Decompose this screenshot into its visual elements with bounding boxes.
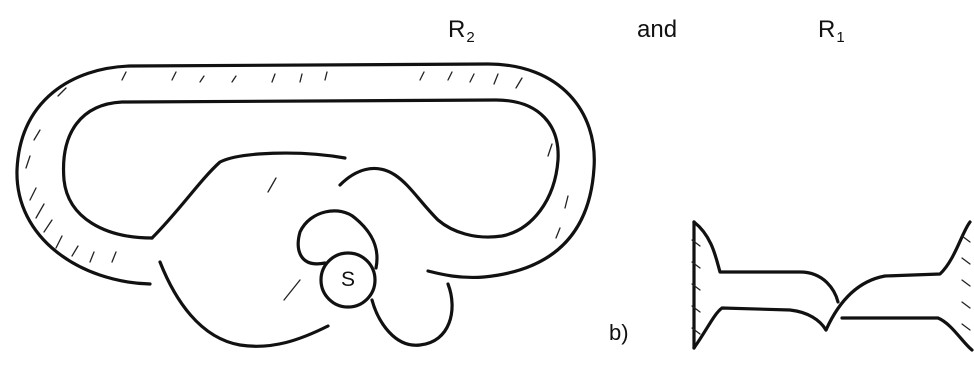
shading-stroke (324, 71, 328, 81)
strand-center-loop (296, 209, 379, 270)
shading-stroke (111, 251, 117, 263)
label-r2-subscript: 2 (466, 29, 475, 46)
band-r1 (692, 220, 974, 352)
shading-stroke (493, 73, 499, 85)
shading-stroke (515, 77, 523, 89)
label-r2: R2 (448, 16, 475, 46)
strand-lower-right (370, 282, 454, 347)
knot-strands (158, 209, 454, 348)
shading-stroke (547, 143, 553, 157)
shading-stroke (199, 75, 205, 83)
band-r2-shading (25, 71, 569, 301)
shading-stroke (171, 71, 177, 81)
shading-stroke (691, 283, 701, 291)
shading-stroke (231, 75, 237, 83)
band-r1-left-flare-bottom (692, 306, 828, 350)
label-r1-subscript: 1 (836, 29, 845, 46)
band-r1-shading (691, 235, 971, 335)
band-r1-right-flare-top (824, 220, 972, 332)
shading-stroke (961, 235, 971, 243)
shading-stroke (71, 245, 79, 257)
label-part-b: b) (609, 320, 629, 345)
label-r1-base: R (818, 16, 836, 43)
sphere-s-circle (319, 251, 377, 309)
shading-stroke (25, 155, 31, 169)
shading-stroke (43, 219, 53, 233)
label-r1: R1 (818, 16, 845, 46)
band-r1-right-flare-bottom (840, 316, 974, 352)
strand-lower-left (158, 260, 330, 348)
shading-stroke (961, 257, 971, 265)
shading-stroke (33, 129, 41, 141)
shading-stroke (564, 195, 569, 209)
band-r2 (15, 62, 596, 286)
shading-stroke (121, 71, 127, 81)
sphere-s (319, 251, 377, 309)
label-r2-base: R (448, 16, 466, 43)
band-r2-inner-back-edge (150, 151, 347, 240)
shading-stroke (57, 87, 67, 97)
shading-stroke (691, 239, 701, 247)
shading-stroke (469, 73, 475, 83)
shading-stroke (691, 327, 701, 335)
shading-stroke (89, 251, 95, 263)
shading-stroke (267, 177, 277, 193)
sphere-s-label: S (340, 268, 355, 291)
shading-stroke (55, 235, 63, 249)
shading-stroke (29, 187, 37, 201)
shading-stroke (419, 71, 425, 81)
shading-stroke (35, 203, 45, 219)
shading-stroke (961, 301, 971, 309)
shading-stroke (299, 73, 303, 83)
shading-stroke (271, 73, 276, 83)
shading-stroke (447, 71, 453, 81)
shading-stroke (961, 279, 971, 287)
shading-stroke (555, 227, 561, 239)
shading-stroke (961, 323, 971, 331)
band-r2-inner-edge (61, 98, 560, 240)
band-r1-left-flare-top (692, 220, 840, 304)
band-r2-outer-edge (15, 62, 596, 286)
shading-stroke (283, 279, 301, 301)
shading-stroke (691, 305, 701, 313)
label-and: and (637, 16, 678, 43)
shading-stroke (691, 261, 701, 269)
